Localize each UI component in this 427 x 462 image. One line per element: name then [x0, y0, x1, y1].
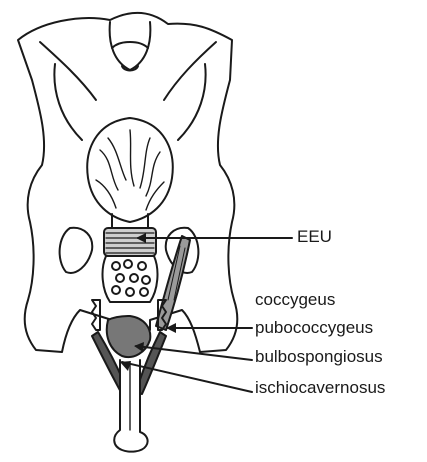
label-ischiocavernosus: ischiocavernosus [255, 378, 385, 398]
label-pubococcygeus: pubococcygeus [255, 318, 373, 338]
label-bulbospongiosus: bulbospongiosus [255, 347, 383, 367]
label-coccygeus: coccygeus [255, 290, 335, 310]
eeu-sphincter [104, 228, 156, 256]
label-eeu: EEU [297, 227, 332, 247]
leader-lines [122, 238, 292, 392]
obturator-left [60, 228, 93, 273]
bulbospongiosus-muscle [107, 316, 151, 357]
